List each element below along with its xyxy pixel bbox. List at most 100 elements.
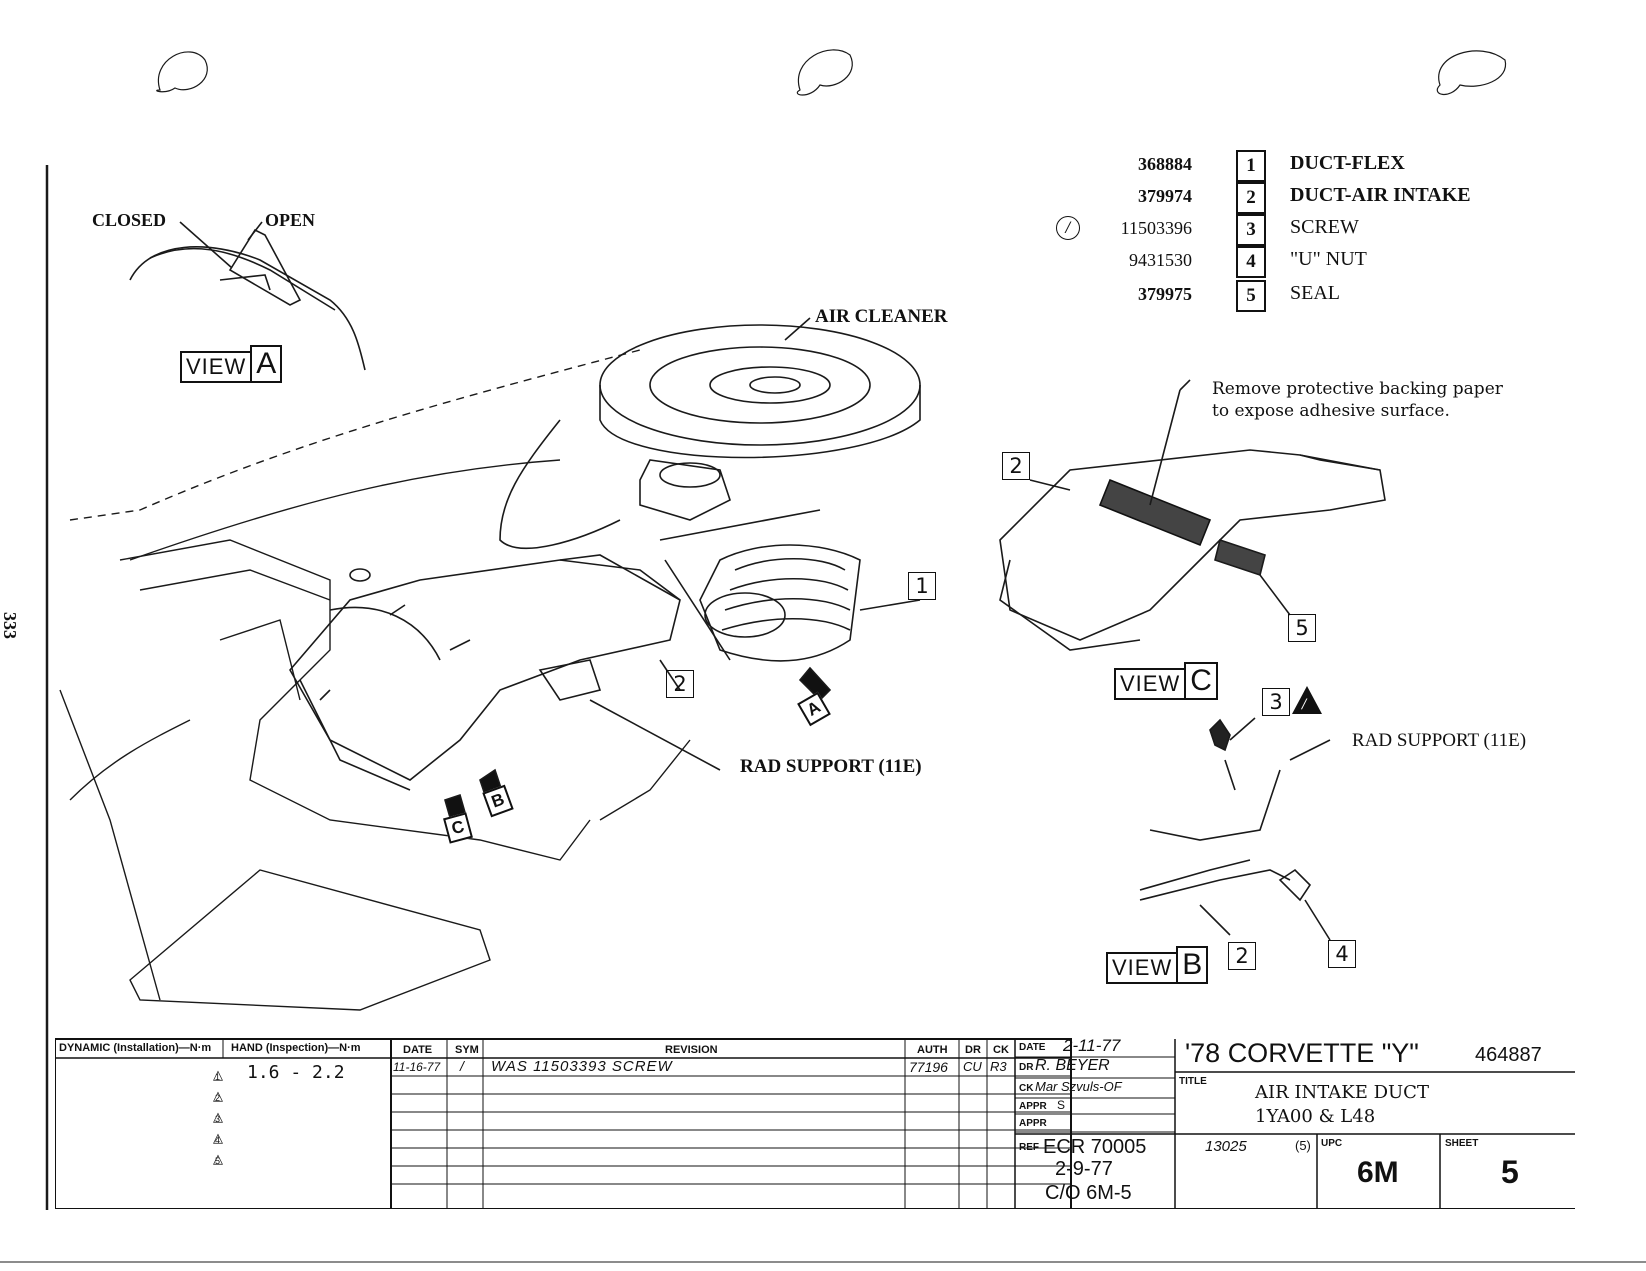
parts-row: 379975 5 SEAL [1090, 280, 1510, 312]
part-name: SEAL [1290, 282, 1340, 304]
l-value: 13025 [1205, 1138, 1247, 1155]
callout-1: 1 [908, 572, 936, 600]
intake-duct-drawing [289, 554, 721, 791]
appr-label: APPR [1019, 1118, 1047, 1129]
title-block-grid [55, 1038, 1575, 1209]
drawing-number: 464887 [1475, 1044, 1542, 1066]
torque-value: 1.6 - 2.2 [247, 1062, 345, 1083]
date-label: DATE [1019, 1042, 1046, 1053]
ref-number: 3 [1236, 214, 1266, 246]
rev-head-dr: DR [965, 1044, 981, 1056]
callout-3: 3 [1262, 688, 1290, 716]
callout-2-view-c: 2 [1002, 452, 1030, 480]
date-value: 2-11-77 [1063, 1036, 1121, 1055]
part-name: DUCT-AIR INTAKE [1290, 184, 1471, 206]
triangle-icon: △3 [207, 1106, 229, 1127]
air-cleaner-drawing [499, 324, 921, 549]
ref-line: C/O 6M-5 [1045, 1182, 1132, 1204]
parts-row: 9431530 4 "U" NUT [1090, 246, 1510, 278]
open-label: OPEN [265, 210, 316, 230]
parts-row: / 11503396 3 SCREW [1056, 214, 1510, 246]
air-cleaner-label: AIR CLEANER [815, 306, 948, 327]
ref-number: 1 [1236, 150, 1266, 182]
appr-label: APPR [1019, 1101, 1047, 1112]
ref-line: ECR 70005 [1043, 1136, 1147, 1158]
part-number: 368884 [1138, 154, 1192, 174]
rev-auth: 77196 [909, 1059, 948, 1075]
triangle-num: 3 [215, 1114, 221, 1124]
sheet-value: 5 [1501, 1154, 1519, 1190]
part-number: 379974 [1138, 186, 1192, 206]
title-block: DYNAMIC (Installation)—N·m HAND (Inspect… [55, 1036, 1575, 1209]
torque-head-dynamic: DYNAMIC (Installation)—N·m [59, 1042, 212, 1054]
callout-2: 2 [666, 670, 694, 698]
triangle-list: △1 △2 △3 △4 △5 [207, 1064, 229, 1169]
parts-row: 379974 2 DUCT-AIR INTAKE [1090, 182, 1510, 214]
triangle-num: 2 [215, 1093, 221, 1103]
title-label: TITLE [1179, 1076, 1207, 1087]
part-number: 9431530 [1129, 250, 1192, 270]
sheet-label: SHEET [1445, 1138, 1479, 1149]
parts-row: 368884 1 DUCT-FLEX [1090, 150, 1510, 182]
model-name: '78 CORVETTE "Y" [1185, 1038, 1419, 1068]
rev-dr: CU [963, 1059, 982, 1074]
part-name: "U" NUT [1290, 248, 1367, 270]
adhesive-note: Remove protective backing paper to expos… [1212, 378, 1503, 422]
triangle-icon: △2 [207, 1085, 229, 1106]
part-name: DUCT-FLEX [1290, 152, 1405, 174]
title-line-1: AIR INTAKE DUCT [1255, 1082, 1429, 1103]
rev-head-auth: AUTH [917, 1044, 948, 1056]
triangle-num: 4 [215, 1135, 221, 1145]
triangle-icon: △1 [207, 1064, 229, 1085]
view-word: VIEW [1114, 668, 1187, 700]
view-a-sketch [129, 221, 366, 371]
triangle-icon: △4 [207, 1127, 229, 1148]
view-letter: B [1176, 946, 1209, 984]
view-letter: C [1184, 662, 1218, 700]
ref-number: 2 [1236, 182, 1266, 214]
rev-text: WAS 11503393 SCREW [491, 1058, 673, 1075]
revision-circle: / [1056, 216, 1080, 240]
rad-support-b-label: RAD SUPPORT (11E) [1352, 730, 1527, 751]
view-word: VIEW [1106, 952, 1179, 984]
closed-label: CLOSED [92, 210, 167, 230]
note-line-2: to expose adhesive surface. [1212, 401, 1450, 421]
title-line-2: 1YA00 & L48 [1255, 1106, 1376, 1127]
rev-ck: R3 [990, 1059, 1007, 1074]
ref-label: REF [1019, 1142, 1039, 1153]
upc-label: UPC [1321, 1138, 1343, 1149]
view-b-sketch [1139, 717, 1331, 941]
appr-value: S [1057, 1098, 1066, 1112]
page-number: 333 [0, 612, 20, 639]
triangle-num: 1 [215, 1072, 221, 1082]
note-line-1: Remove protective backing paper [1212, 379, 1503, 399]
ref-number: 4 [1236, 246, 1266, 278]
rev-head-ck: CK [993, 1044, 1009, 1056]
ck-value: Mar Szvuls-OF [1035, 1079, 1122, 1094]
torque-head-hand: HAND (Inspection)—N·m [231, 1042, 361, 1054]
punch-holes [156, 49, 1507, 96]
callout-4: 4 [1328, 940, 1356, 968]
ck-label: CK [1019, 1083, 1034, 1094]
triangle-num: 5 [215, 1156, 221, 1166]
l-suffix: (5) [1295, 1138, 1311, 1153]
callout-5: 5 [1288, 614, 1316, 642]
part-number: 379975 [1138, 284, 1192, 304]
rev-sym: / [460, 1058, 464, 1074]
body-outline [59, 349, 691, 1011]
rev-head-date: DATE [403, 1044, 433, 1056]
triangle-icon: △5 [207, 1148, 229, 1169]
callout-2-view-b: 2 [1228, 942, 1256, 970]
ref-number: 5 [1236, 280, 1266, 312]
view-letter: A [250, 345, 283, 383]
flex-duct-drawing [659, 509, 921, 662]
rev-date: 11-16-77 [393, 1060, 441, 1074]
dr-value: R. BEYER [1035, 1057, 1110, 1074]
dr-label: DR [1019, 1062, 1034, 1073]
part-name: SCREW [1290, 216, 1359, 238]
rev-head-sym: SYM [455, 1044, 479, 1056]
